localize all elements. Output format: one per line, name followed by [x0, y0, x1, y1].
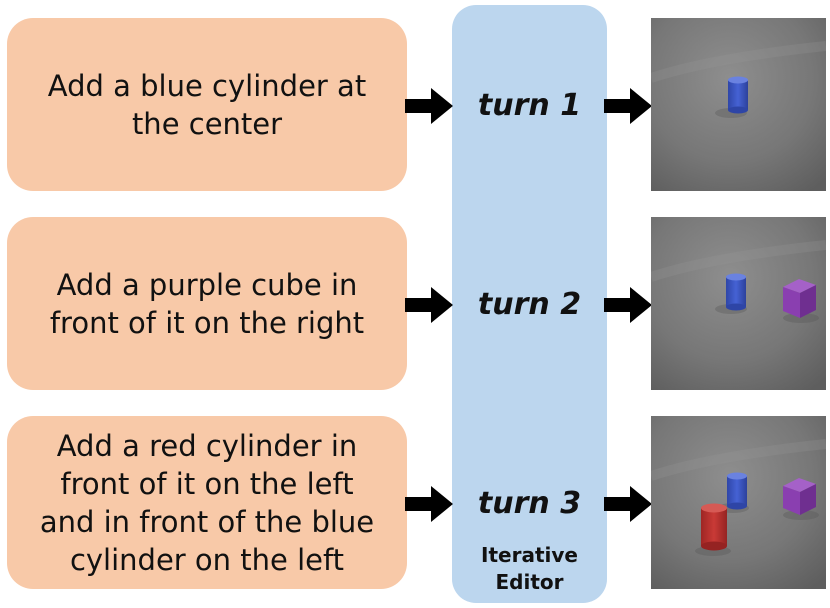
- editor-label-line1: Iterative: [481, 543, 578, 567]
- editor-label-line2: Editor: [495, 570, 564, 594]
- instruction-text-3: Add a red cylinder in front of it on the…: [39, 428, 375, 577]
- blue-cylinder: [728, 80, 748, 110]
- turn-label-3: turn 3: [477, 486, 582, 521]
- blue-cylinder: [727, 476, 747, 506]
- instruction-text-2: Add a purple cube in front of it on the …: [49, 267, 365, 340]
- scene-image-1: [651, 18, 826, 191]
- purple-cube: [783, 478, 816, 515]
- purple-cube: [783, 279, 816, 318]
- scene-image-2: [651, 217, 826, 390]
- arrow-right-icon: [405, 88, 453, 124]
- arrow-right-icon: [405, 287, 453, 323]
- red-cylinder: [701, 503, 727, 551]
- arrow-right-icon: [604, 88, 652, 124]
- instruction-box-3: Add a red cylinder in front of it on the…: [7, 416, 407, 589]
- blue-cylinder: [726, 277, 746, 307]
- iterative-editor-box: [452, 5, 607, 603]
- turn-label-1: turn 1: [477, 88, 582, 123]
- scene-image-3: [651, 416, 826, 589]
- turn-label-2: turn 2: [477, 287, 582, 322]
- arrow-right-icon: [604, 287, 652, 323]
- arrow-right-icon: [405, 486, 453, 522]
- editor-label: Iterative Editor: [452, 542, 607, 596]
- arrow-right-icon: [604, 486, 652, 522]
- instruction-text-1: Add a blue cylinder at the center: [47, 68, 367, 141]
- instruction-box-2: Add a purple cube in front of it on the …: [7, 217, 407, 390]
- instruction-box-1: Add a blue cylinder at the center: [7, 18, 407, 191]
